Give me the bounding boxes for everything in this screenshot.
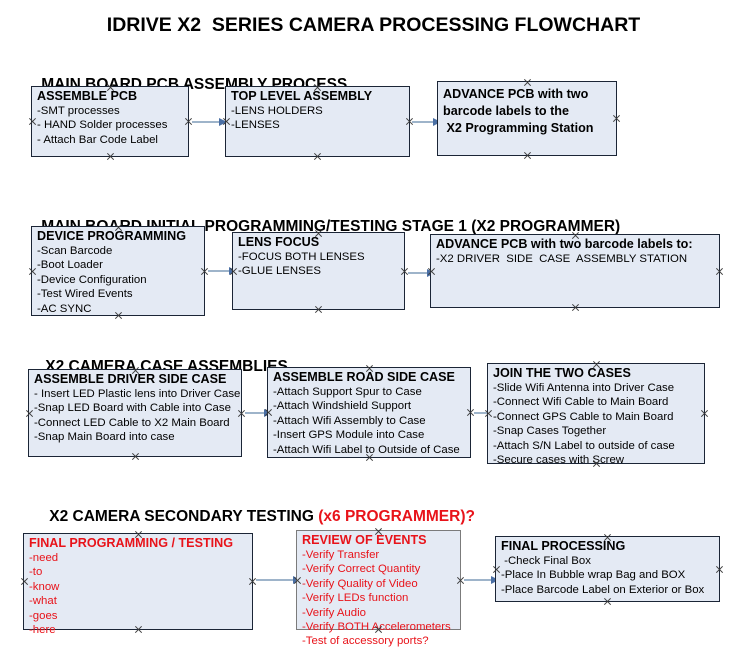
node-line: -goes [29, 609, 58, 622]
node-line: -LENSES [231, 119, 280, 132]
node-line: -Connect Wifi Cable to Main Board [493, 396, 669, 409]
node-line-overflow: -Test of accessory ports? [302, 635, 429, 648]
node-line: barcode labels to the [443, 104, 569, 118]
node-line: -Secure cases with Screw [493, 454, 625, 467]
node-title: ASSEMBLE PCB [37, 89, 138, 103]
node-advance-pcb-to-x2-programming-station[interactable]: ADVANCE PCB with two barcode labels to t… [437, 81, 617, 156]
node-title: REVIEW OF EVENTS [302, 533, 427, 547]
node-line: -Attach Wifi Label to Outside of Case [273, 443, 460, 456]
node-line: ADVANCE PCB with two [443, 87, 589, 101]
node-line: -Boot Loader [37, 259, 103, 272]
connection-handle-left[interactable] [28, 267, 37, 276]
node-line: -Attach Support Spur to Case [273, 386, 422, 398]
connection-handle-bottom[interactable] [131, 452, 140, 461]
node-assemble-road-side-case[interactable]: ASSEMBLE ROAD SIDE CASE -Attach Support … [267, 367, 471, 458]
node-line: -LENS HOLDERS [231, 105, 323, 117]
node-title: FINAL PROGRAMMING / TESTING [29, 536, 234, 550]
node-assemble-pcb[interactable]: ASSEMBLE PCB -SMT processes - HAND Solde… [31, 86, 189, 157]
node-line: -here [29, 624, 56, 637]
connection-handle-bottom[interactable] [313, 152, 322, 161]
node-line: -Verify Audio [302, 606, 366, 619]
node-line: -Check Final Box [501, 555, 591, 567]
node-title: LENS FOCUS [238, 235, 320, 249]
node-line: -Slide Wifi Antenna into Driver Case [493, 382, 675, 394]
connection-handle-bottom[interactable] [106, 152, 115, 161]
node-line: -Verify Transfer [302, 549, 380, 561]
node-line: -FOCUS BOTH LENSES [238, 251, 365, 263]
connection-handle-left[interactable] [28, 117, 37, 126]
connector-arrow [192, 117, 227, 126]
node-top-level-assembly[interactable]: TOP LEVEL ASSEMBLY -LENS HOLDERS -LENSES [225, 86, 410, 157]
node-line: -GLUE LENSES [238, 265, 321, 278]
page-title: IDRIVE X2 SERIES CAMERA PROCESSING FLOWC… [106, 14, 641, 36]
node-final-processing[interactable]: FINAL PROCESSING -Check Final Box -Place… [495, 536, 720, 602]
node-final-programming-testing[interactable]: FINAL PROGRAMMING / TESTING -need -to -k… [20, 533, 253, 636]
node-line: -what [29, 595, 57, 608]
node-line: -Snap Cases Together [493, 425, 607, 438]
node-assemble-driver-side-case[interactable]: ASSEMBLE DRIVER SIDE CASE - Insert LED P… [28, 369, 242, 457]
node-review-of-events[interactable]: REVIEW OF EVENTS -Verify Transfer -Verif… [296, 530, 461, 647]
node-line: -Verify LEDs function [302, 592, 409, 605]
node-line: -Snap Main Board into case [34, 431, 175, 444]
connection-handle-left[interactable] [20, 577, 29, 586]
node-line: -Test Wired Events [37, 288, 133, 301]
node-line: -Place In Bubble wrap Bag and BOX [501, 569, 686, 582]
node-line: -X2 DRIVER SIDE CASE ASSEMBLY STATION [436, 253, 688, 265]
node-line: -Attach Windshield Support [273, 400, 412, 413]
node-lens-focus[interactable]: LENS FOCUS -FOCUS BOTH LENSES -GLUE LENS… [232, 232, 405, 310]
node-line: -AC SYNC [37, 302, 92, 315]
node-line: -Snap LED Board with Cable into Case [34, 402, 231, 415]
connection-handle-left[interactable] [25, 409, 34, 418]
node-line: -Scan Barcode [37, 245, 113, 257]
node-line: -Attach S/N Label to outside of case [493, 439, 675, 452]
node-title: DEVICE PROGRAMMING [37, 229, 187, 243]
node-title: ADVANCE PCB with two barcode labels to: [436, 237, 693, 251]
node-line: -know [29, 580, 60, 593]
node-line: - Attach Bar Code Label [37, 133, 158, 146]
connector-arrow [256, 575, 301, 584]
node-line: -Place Barcode Label on Exterior or Box [501, 583, 705, 596]
node-line: -Connect LED Cable to X2 Main Board [34, 416, 230, 429]
connector-arrow [408, 268, 435, 277]
connection-handle-bottom[interactable] [571, 303, 580, 312]
connection-handle-bottom[interactable] [314, 305, 323, 314]
node-line: -SMT processes [37, 105, 120, 117]
node-line: - HAND Solder processes [37, 119, 168, 132]
connection-handle-bottom[interactable] [523, 151, 532, 160]
node-line: X2 Programming Station [443, 121, 594, 135]
node-title: ASSEMBLE ROAD SIDE CASE [273, 370, 455, 384]
node-title: JOIN THE TWO CASES [493, 366, 631, 380]
node-title: TOP LEVEL ASSEMBLY [231, 89, 373, 103]
node-line: - Insert LED Plastic lens into Driver Ca… [34, 388, 241, 400]
node-line: -Attach Wifi Assembly to Case [273, 414, 426, 427]
node-advance-pcb-to-driver-side-case-station[interactable]: ADVANCE PCB with two barcode labels to: … [430, 234, 720, 308]
node-line: -Verify Quality of Video [302, 577, 418, 590]
connector-arrow [412, 117, 441, 126]
connection-handle-right[interactable] [715, 267, 724, 276]
node-line: -to [29, 566, 43, 579]
node-line: -need [29, 552, 59, 564]
node-join-the-two-cases[interactable]: JOIN THE TWO CASES -Slide Wifi Antenna i… [487, 363, 705, 467]
connector-arrow [208, 266, 237, 275]
node-line: -Connect GPS Cable to Main Board [493, 410, 674, 423]
connector-arrow [464, 575, 499, 584]
node-line: -Verify BOTH Accelerometers [302, 621, 451, 634]
section-heading-4-accent: (x6 PROGRAMMER)? [318, 508, 475, 525]
connection-handle-left[interactable] [492, 565, 501, 574]
connection-handle-bottom[interactable] [603, 597, 612, 606]
connector-arrow [245, 408, 272, 417]
node-title: FINAL PROCESSING [501, 539, 626, 553]
node-line: -Device Configuration [37, 273, 147, 286]
node-title: ASSEMBLE DRIVER SIDE CASE [34, 372, 227, 386]
node-line: -Insert GPS Module into Case [273, 429, 425, 442]
node-device-programming[interactable]: DEVICE PROGRAMMING -Scan Barcode -Boot L… [31, 226, 205, 316]
node-line: -Verify Correct Quantity [302, 563, 421, 576]
section-heading-4-text: X2 CAMERA SECONDARY TESTING [49, 508, 319, 525]
section-heading-4: X2 CAMERA SECONDARY TESTING (x6 PROGRAMM… [32, 490, 475, 544]
